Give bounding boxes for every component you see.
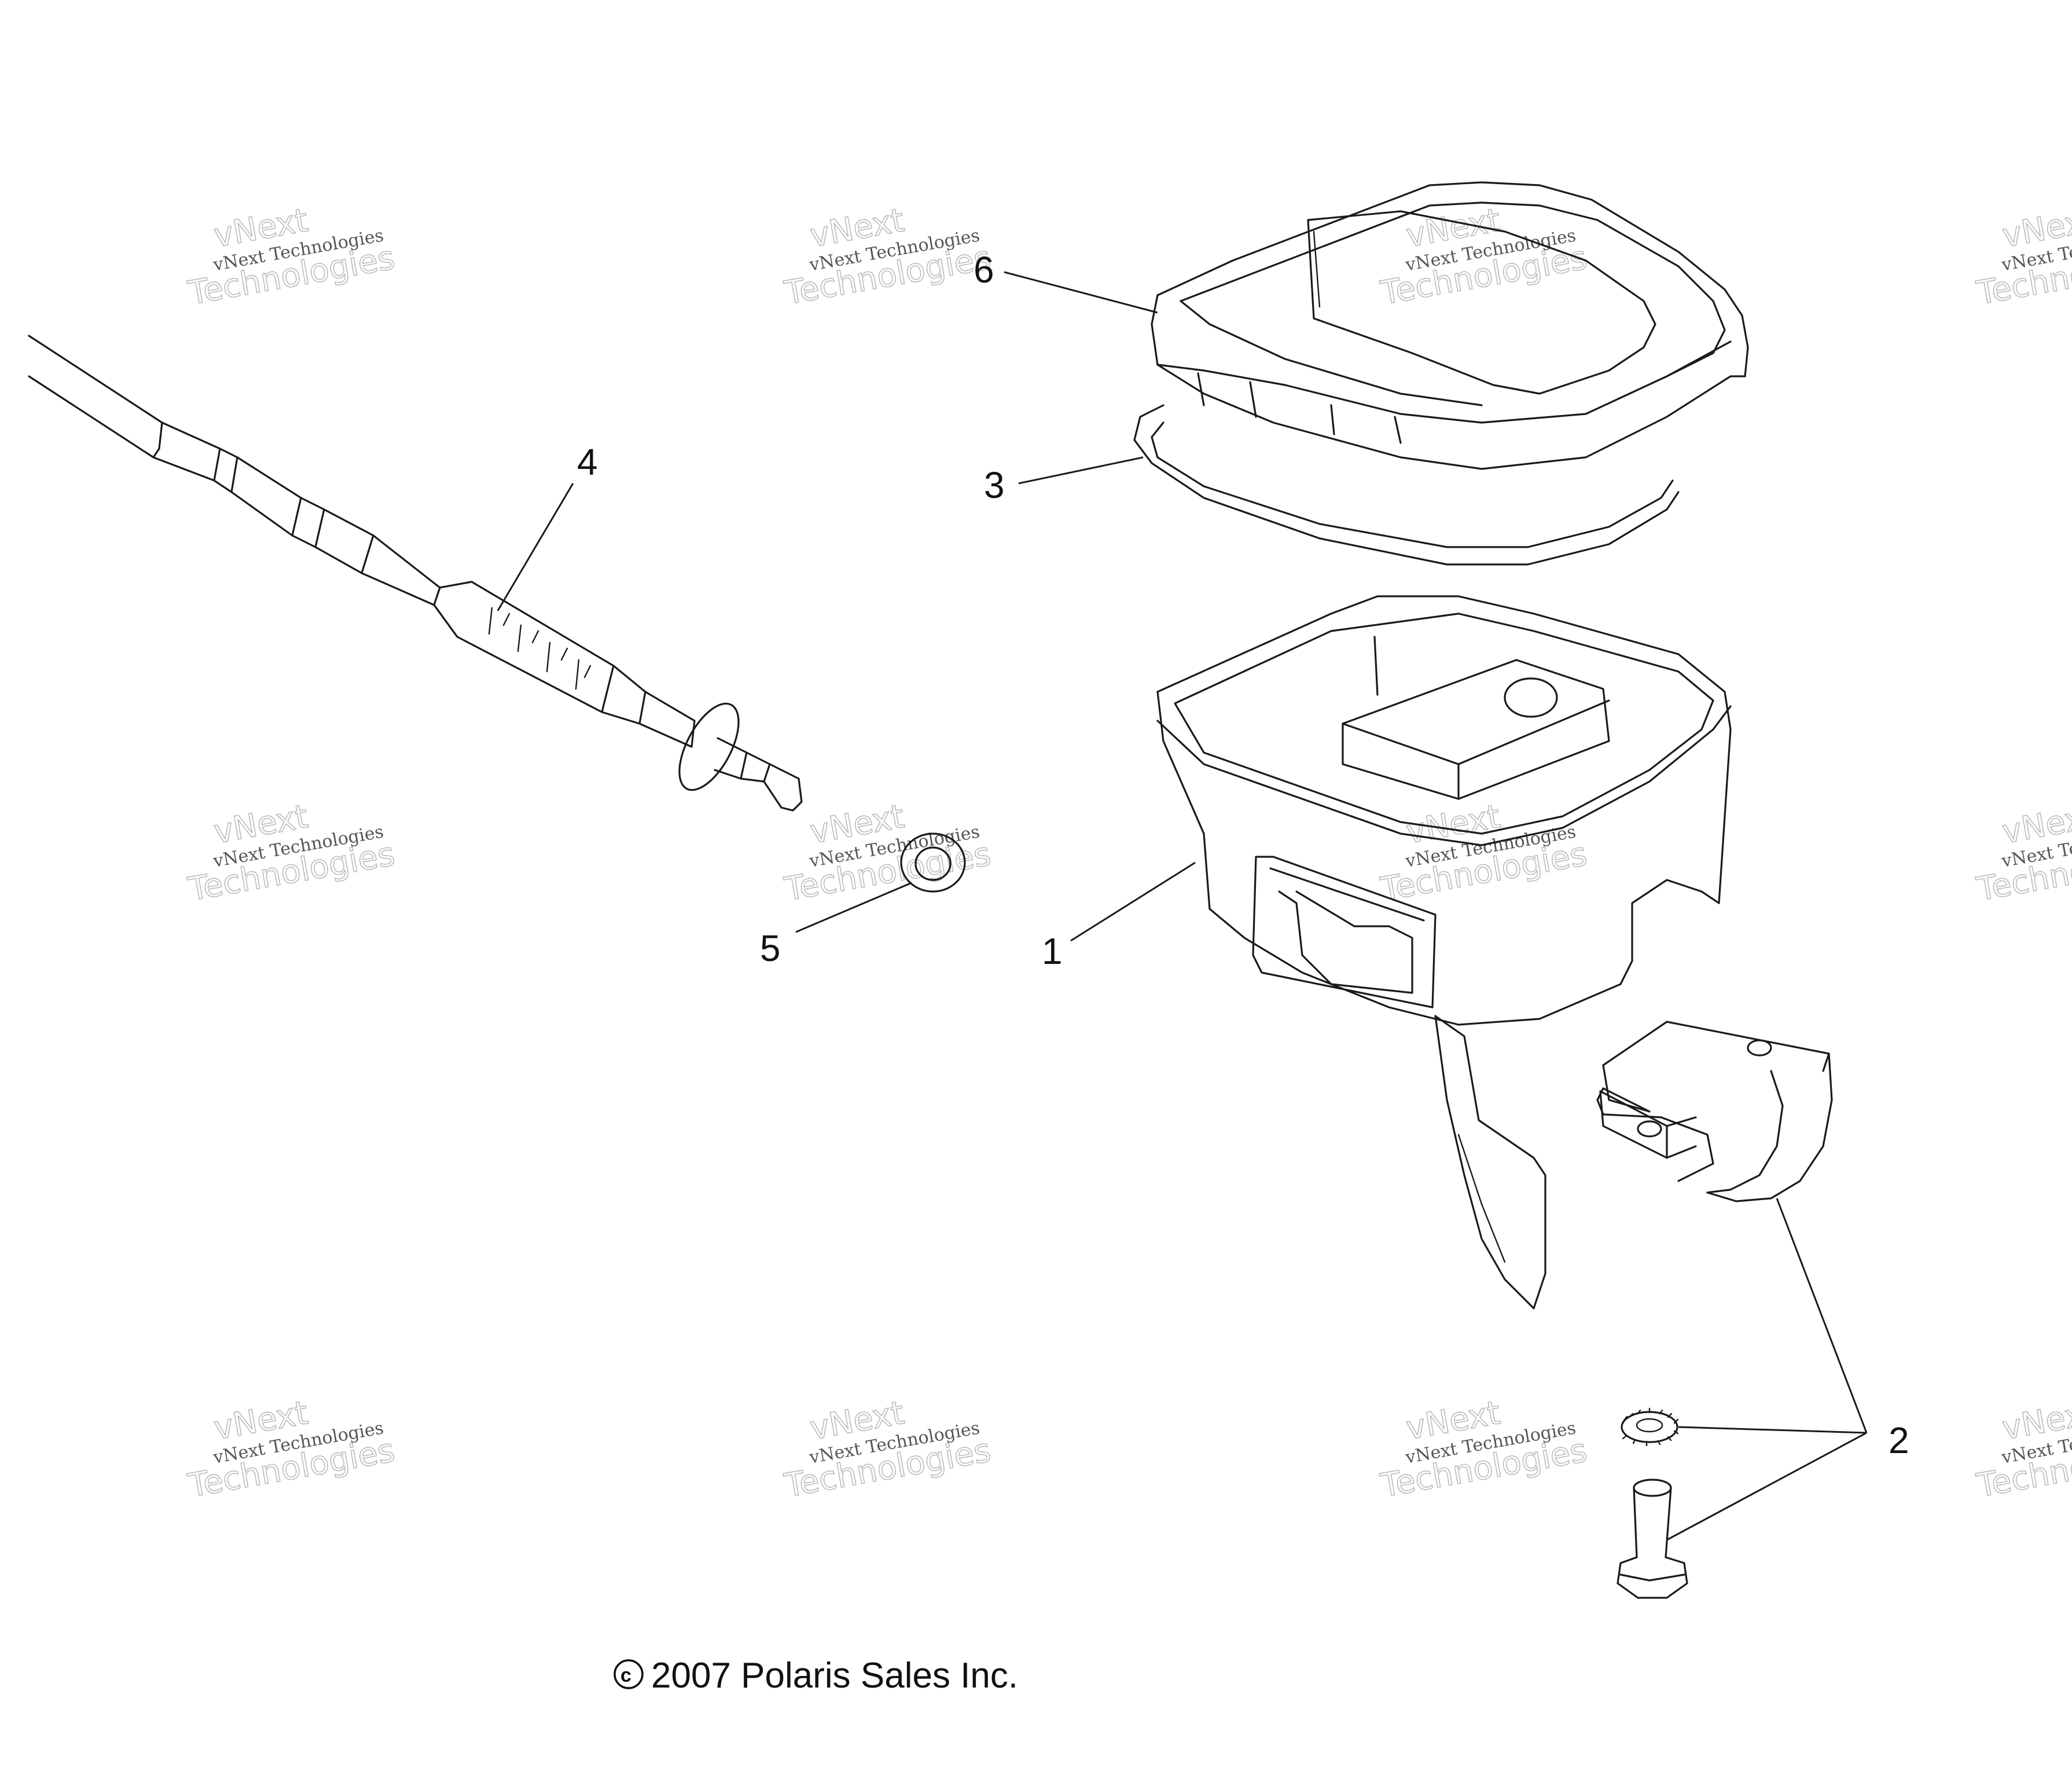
callout-4: 4 — [577, 441, 598, 483]
part-4-throttle-cable — [28, 335, 803, 812]
leader-6 — [1004, 271, 1158, 314]
callout-2: 2 — [1889, 1419, 1909, 1461]
part-6-cover — [1151, 181, 1749, 470]
copyright-symbol-icon — [613, 1659, 644, 1689]
copyright-symbol-letter: c — [620, 1664, 631, 1686]
copyright-text: 2007 Polaris Sales Inc. — [651, 1656, 1018, 1696]
leader-4 — [497, 483, 574, 611]
leader-1 — [1070, 861, 1196, 942]
callout-6: 6 — [973, 249, 994, 291]
leader-3 — [1018, 456, 1144, 485]
part-2-clamp — [1596, 1021, 1833, 1599]
copyright-notice: c 2007 Polaris Sales Inc. — [613, 1656, 1018, 1696]
part-1-housing — [1156, 595, 1732, 1310]
leader-2c — [1776, 1198, 1868, 1433]
part-3-gasket — [1133, 404, 1680, 566]
leader-lines — [497, 271, 1868, 1541]
leader-2b — [1666, 1432, 1867, 1541]
leader-2a — [1678, 1426, 1867, 1434]
callout-3: 3 — [984, 464, 1005, 506]
part-5-washer — [900, 832, 966, 893]
callout-5: 5 — [760, 927, 781, 969]
callout-labels: 1 2 3 4 5 6 — [577, 249, 1909, 1461]
callout-1: 1 — [1042, 930, 1063, 972]
leader-5 — [795, 882, 912, 933]
